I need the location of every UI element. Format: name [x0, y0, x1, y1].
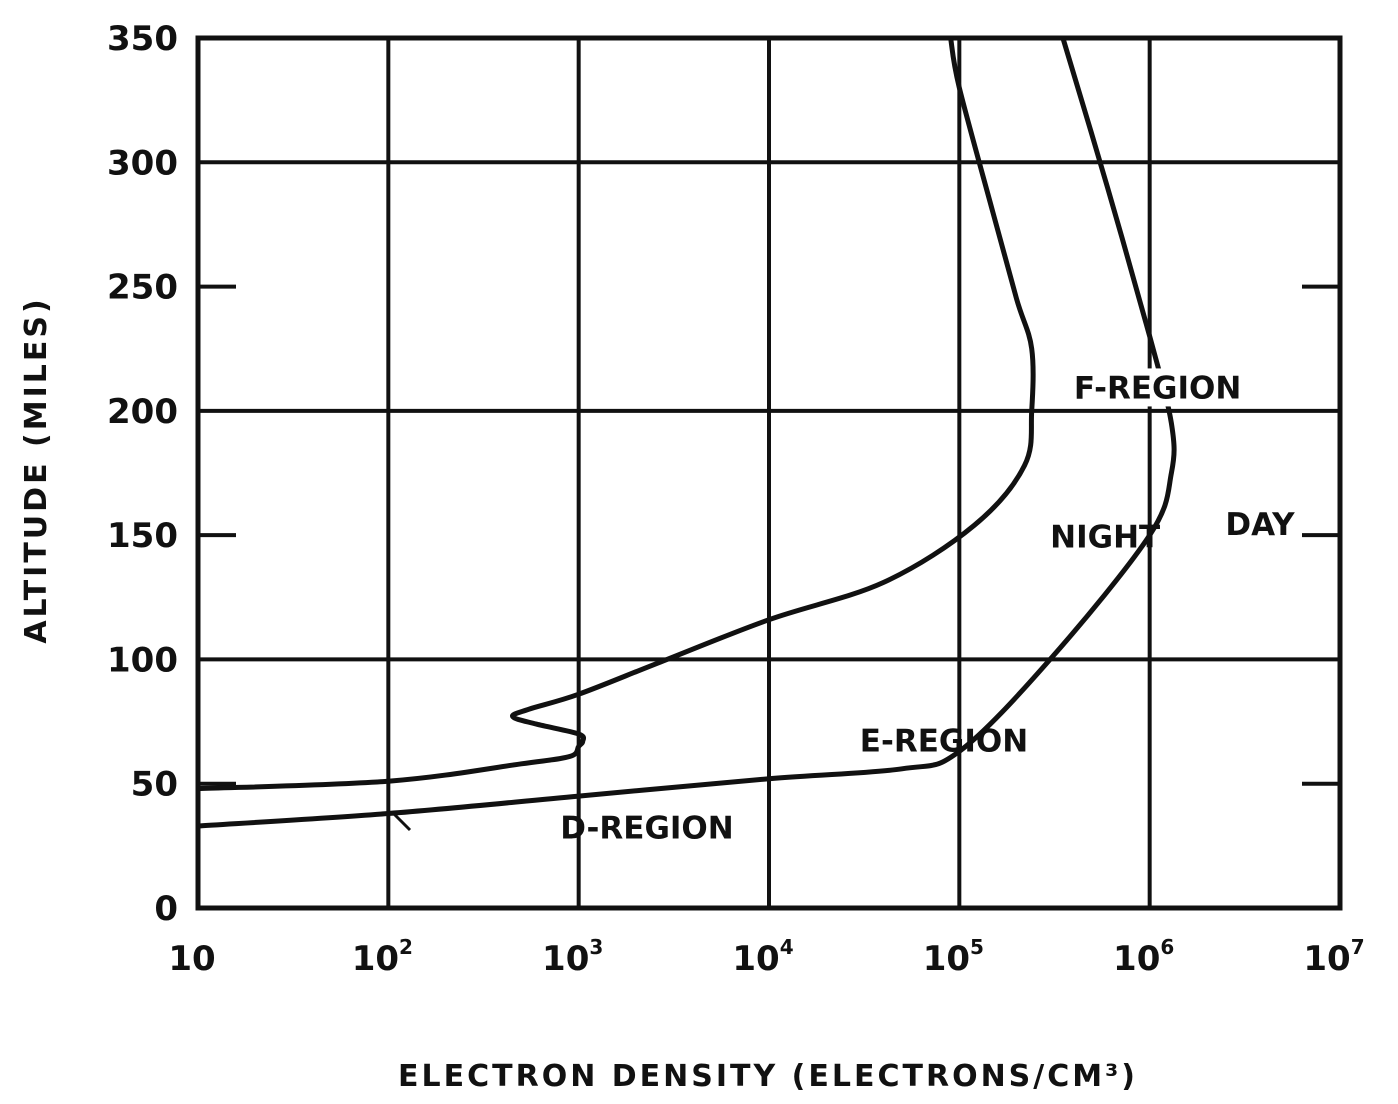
y-axis-label: ALTITUDE (MILES) — [19, 296, 54, 643]
x-tick-label: 102 — [352, 935, 413, 979]
x-tick-label: 107 — [1303, 935, 1364, 979]
annotation-label: NIGHT — [1050, 520, 1160, 556]
x-axis-label: ELECTRON DENSITY (ELECTRONS/CM³) — [398, 1059, 1138, 1094]
x-tick-label: 10 — [168, 939, 215, 979]
annotation-label: E-REGION — [860, 723, 1028, 759]
y-tick-label: 0 — [154, 889, 178, 929]
annotation-background — [1069, 368, 1266, 407]
x-tick-label: 105 — [923, 935, 984, 979]
y-tick-label: 200 — [107, 392, 178, 432]
series-line-day — [195, 35, 1177, 829]
d-region-pointer — [390, 810, 412, 832]
x-tick-label: 104 — [732, 935, 793, 979]
y-tick-label: 350 — [107, 19, 178, 59]
annotation-label: F-REGION — [1074, 370, 1241, 406]
y-tick-label: 50 — [131, 765, 178, 805]
series-lines — [195, 35, 1177, 829]
x-tick-label: 103 — [542, 935, 603, 979]
annotations: F-REGION NIGHT DAY E-REGION D-REGION — [390, 368, 1295, 846]
annotation-label: D-REGION — [560, 810, 734, 846]
y-tick-label: 150 — [107, 516, 178, 556]
y-tick-label: 300 — [107, 143, 178, 183]
tick-labels: 0 50 100 150 200 250 300 350 10 102 103 104 105 106 10… — [107, 19, 1365, 979]
plot-frame — [195, 35, 1343, 911]
y-tick-label: 100 — [107, 640, 178, 680]
series-line-night — [195, 35, 1036, 792]
annotation-label: DAY — [1225, 507, 1295, 543]
x-tick-label: 106 — [1113, 935, 1174, 979]
y-tick-label: 250 — [107, 268, 178, 308]
grid-lines — [196, 36, 1342, 910]
